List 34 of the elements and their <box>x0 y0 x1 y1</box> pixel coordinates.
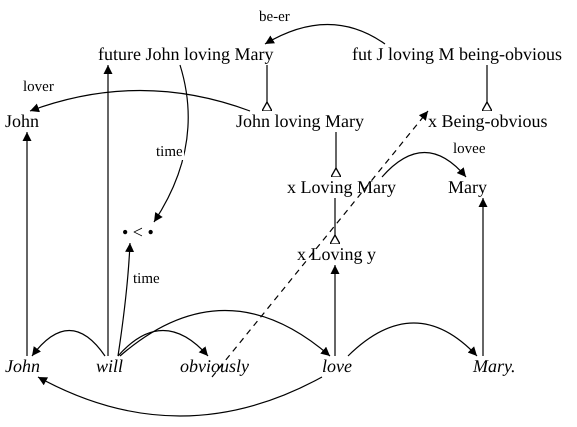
arrow <box>117 242 134 356</box>
word-label: will <box>96 356 124 377</box>
arrow <box>30 90 250 112</box>
arrow <box>118 330 208 356</box>
arrow <box>261 65 273 112</box>
edge-label: time <box>155 145 184 160</box>
arrow <box>481 65 493 112</box>
concept-label: fut J loving M being-obvious <box>352 44 562 65</box>
arrow <box>330 265 340 356</box>
concept-label: Mary <box>448 177 487 198</box>
arrow <box>22 132 32 356</box>
word-label: obviously <box>180 356 249 377</box>
arrow <box>38 376 322 417</box>
arrow <box>382 152 466 178</box>
concept-label: x Loving y <box>297 244 376 265</box>
concept-label: John <box>5 111 40 132</box>
arrow <box>348 322 478 356</box>
concept-label: x Being-obvious <box>428 111 548 132</box>
word-label: John <box>5 356 40 377</box>
word-label: love <box>322 356 352 377</box>
word-label: Mary. <box>473 356 516 377</box>
arrow <box>478 198 488 356</box>
dashed-arrow <box>212 110 428 378</box>
arrow <box>330 132 342 178</box>
concept-label: x Loving Mary <box>287 177 396 198</box>
concept-label: John loving Mary <box>236 111 364 132</box>
arrow <box>154 64 189 222</box>
concept-label: future John loving Mary <box>98 44 274 65</box>
arrow <box>120 310 330 356</box>
concept-label: • < • <box>122 222 154 243</box>
arrow <box>329 198 341 245</box>
arrow <box>104 65 112 356</box>
arrow <box>32 330 106 356</box>
arrow <box>264 24 386 45</box>
